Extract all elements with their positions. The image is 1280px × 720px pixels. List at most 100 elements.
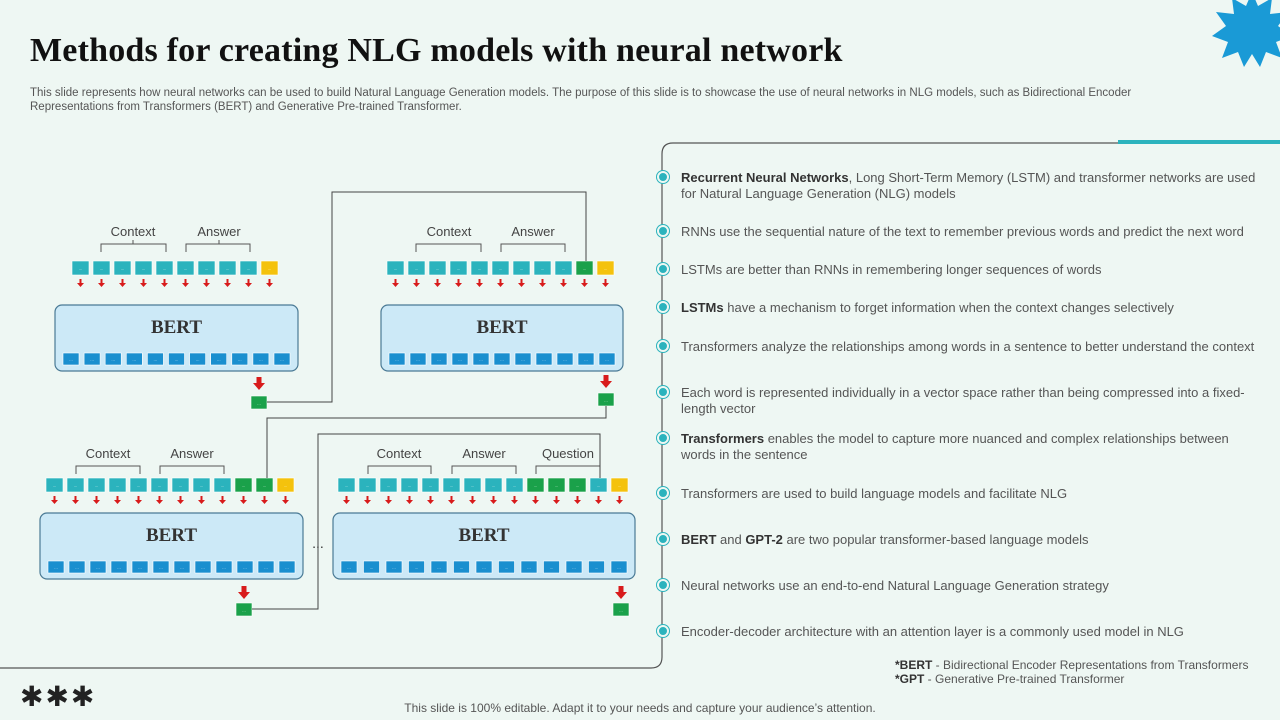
- input-token: [428, 260, 447, 276]
- bullet-item: Transformers enables the model to captur…: [657, 431, 1263, 463]
- output-token: [514, 352, 532, 366]
- output-token: [215, 560, 233, 574]
- arrow-down-icon: [555, 496, 558, 500]
- token-text: …: [100, 266, 104, 271]
- output-token: [278, 560, 296, 574]
- token-text: …: [158, 483, 162, 488]
- token-text: …: [175, 357, 179, 362]
- bullet-dot-icon: [657, 579, 669, 591]
- output-token: [535, 352, 553, 366]
- arrow-down-icon: [205, 279, 208, 283]
- arrow-down-icon: [520, 279, 523, 283]
- token-text: …: [458, 357, 462, 362]
- output-token: [388, 352, 406, 366]
- arrow-down-icon: [615, 592, 627, 599]
- token-text: …: [583, 266, 587, 271]
- token-text: …: [563, 357, 567, 362]
- output-token: [453, 560, 470, 574]
- input-token: [337, 477, 356, 493]
- arrow-down-icon: [253, 383, 265, 390]
- arrow-down-icon: [562, 279, 565, 283]
- output-token: [83, 352, 101, 366]
- input-token: [92, 260, 111, 276]
- output-token: [147, 352, 164, 366]
- output-token: [498, 560, 515, 574]
- input-token: [218, 260, 237, 276]
- arrow-down-icon: [511, 500, 518, 504]
- token-text: …: [159, 565, 163, 570]
- token-text: …: [604, 398, 608, 403]
- arrow-down-icon: [135, 500, 142, 504]
- output-token: [273, 352, 291, 366]
- token-text: …: [416, 357, 420, 362]
- arrow-down-icon: [597, 496, 600, 500]
- slide-footer: This slide is 100% editable. Adapt it to…: [404, 701, 876, 715]
- output-token: [110, 560, 128, 574]
- token-text: …: [429, 483, 433, 488]
- input-token: [463, 477, 482, 493]
- bullet-item: Transformers are used to build language …: [657, 486, 1263, 502]
- arrow-down-icon: [429, 496, 432, 500]
- token-text: …: [550, 565, 554, 570]
- arrow-down-icon: [618, 586, 624, 592]
- bullet-text: Each word is represented individually in…: [681, 385, 1245, 416]
- arrow-down-icon: [436, 279, 439, 283]
- arrow-down-icon: [226, 279, 229, 283]
- token-text: …: [153, 357, 157, 362]
- output-token: [408, 560, 425, 574]
- arrow-down-icon: [77, 283, 84, 287]
- arrow-down-icon: [532, 500, 539, 504]
- bert-label: BERT: [151, 317, 202, 338]
- token-text: …: [576, 483, 580, 488]
- token-text: …: [137, 483, 141, 488]
- token-text: …: [436, 266, 440, 271]
- input-token: [87, 477, 106, 493]
- input-token: [255, 477, 274, 493]
- token-text: …: [285, 565, 289, 570]
- input-token: [526, 477, 545, 493]
- token-text: …: [619, 608, 623, 613]
- input-token: [449, 260, 468, 276]
- bullet-dot-icon: [657, 533, 669, 545]
- arrow-down-icon: [455, 283, 462, 287]
- arrow-down-icon: [406, 500, 413, 504]
- bullet-item: LSTMs are better than RNNs in rememberin…: [657, 262, 1263, 278]
- token-text: …: [259, 357, 263, 362]
- bullet-text: LSTMs are better than RNNs in rememberin…: [681, 262, 1102, 277]
- bullet-dot-icon: [657, 263, 669, 275]
- arrow-down-icon: [98, 283, 105, 287]
- input-token: [66, 477, 85, 493]
- arrow-down-icon: [200, 496, 203, 500]
- bullet-item: BERT and GPT-2 are two popular transform…: [657, 532, 1263, 548]
- answer-label: Answer: [197, 224, 241, 239]
- output-word-token: [612, 602, 630, 617]
- arrow-down-icon: [457, 279, 460, 283]
- token-text: …: [180, 565, 184, 570]
- arrow-down-icon: [140, 283, 147, 287]
- answer-bracket: [159, 465, 225, 474]
- arrow-down-icon: [263, 496, 266, 500]
- arrow-down-icon: [616, 500, 623, 504]
- token-text: …: [217, 357, 221, 362]
- bullet-text: Encoder-decoder architecture with an att…: [681, 624, 1184, 639]
- answer-bracket: [451, 465, 517, 474]
- connector-line: [252, 433, 601, 610]
- bullet-dot-icon: [657, 171, 669, 183]
- arrow-down-icon: [476, 283, 483, 287]
- arrow-down-icon: [469, 500, 476, 504]
- output-token: [385, 560, 403, 574]
- input-token: [155, 260, 174, 276]
- token-text: …: [387, 483, 391, 488]
- context-bracket: [367, 465, 432, 474]
- arrow-down-icon: [142, 279, 145, 283]
- input-token: [197, 260, 216, 276]
- input-token: [505, 477, 524, 493]
- token-text: …: [221, 483, 225, 488]
- input-token: [568, 477, 587, 493]
- input-token: [610, 477, 629, 493]
- token-text: …: [268, 266, 272, 271]
- token-text: …: [513, 483, 517, 488]
- token-text: …: [366, 483, 370, 488]
- token-text: …: [54, 565, 58, 570]
- token-text: …: [450, 483, 454, 488]
